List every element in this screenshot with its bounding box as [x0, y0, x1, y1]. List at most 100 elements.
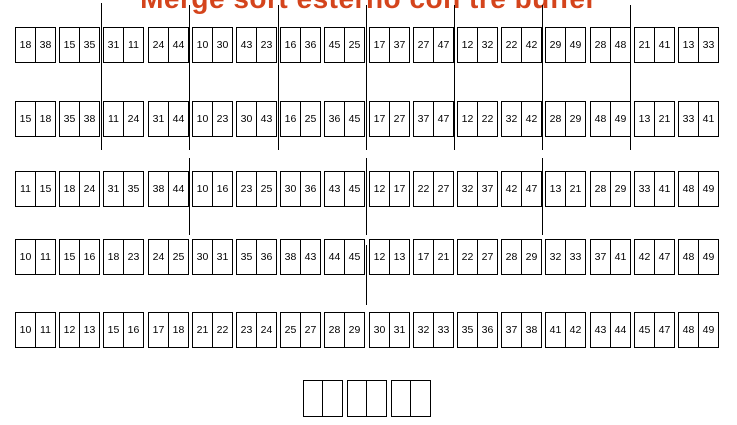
record-cell: 33: [433, 312, 454, 348]
record-cell: 21: [433, 239, 454, 275]
buffer-3: [391, 380, 431, 417]
record-cell: 10: [192, 171, 213, 207]
record-cell: 17: [369, 101, 390, 137]
record-cell: 47: [433, 27, 454, 63]
run-separator-line: [189, 5, 190, 150]
record-cell: 45: [634, 312, 655, 348]
record-cell: 47: [521, 171, 542, 207]
record-cell: 32: [413, 312, 434, 348]
record-cell: 22: [413, 171, 434, 207]
buffer-slot: [348, 381, 367, 416]
record-cell: 42: [521, 27, 542, 63]
record-cell: 28: [545, 101, 566, 137]
record-cell: 36: [256, 239, 277, 275]
record-cell: 15: [59, 239, 80, 275]
record-cell: 32: [545, 239, 566, 275]
record-cell: 43: [590, 312, 611, 348]
record-cell: 11: [123, 27, 144, 63]
record-cell: 41: [654, 27, 675, 63]
record-cell: 10: [15, 312, 36, 348]
record-cell: 38: [521, 312, 542, 348]
record-cell: 16: [280, 101, 301, 137]
record-cell: 48: [678, 171, 699, 207]
record-cell: 21: [634, 27, 655, 63]
record-cell: 33: [634, 171, 655, 207]
record-cell: 23: [236, 312, 257, 348]
record-cell: 32: [501, 101, 522, 137]
buffer-1: [303, 380, 343, 417]
record-cell: 10: [15, 239, 36, 275]
record-cell: 43: [324, 171, 345, 207]
record-cell: 17: [369, 27, 390, 63]
record-cell: 28: [590, 27, 611, 63]
record-cell: 29: [545, 27, 566, 63]
record-cell: 45: [344, 239, 365, 275]
record-cell: 36: [324, 101, 345, 137]
record-cell: 35: [236, 239, 257, 275]
record-cell: 42: [634, 239, 655, 275]
record-cell: 25: [168, 239, 189, 275]
record-cell: 47: [654, 239, 675, 275]
record-cell: 36: [477, 312, 498, 348]
record-cell: 35: [457, 312, 478, 348]
record-cell: 24: [123, 101, 144, 137]
record-cell: 16: [212, 171, 233, 207]
run-separator-line: [189, 158, 190, 235]
record-cell: 18: [103, 239, 124, 275]
record-cell: 21: [654, 101, 675, 137]
record-cell: 18: [59, 171, 80, 207]
record-cell: 12: [59, 312, 80, 348]
record-cell: 27: [413, 27, 434, 63]
record-cell: 48: [678, 239, 699, 275]
record-cell: 22: [457, 239, 478, 275]
record-cell: 38: [280, 239, 301, 275]
record-cell: 11: [35, 312, 56, 348]
record-cell: 24: [148, 239, 169, 275]
record-cell: 11: [35, 239, 56, 275]
record-cell: 23: [236, 171, 257, 207]
run-separator-line: [101, 3, 102, 150]
run-separator-line: [278, 5, 279, 150]
record-cell: 32: [457, 171, 478, 207]
record-cell: 24: [256, 312, 277, 348]
record-cell: 42: [501, 171, 522, 207]
record-cell: 38: [79, 101, 100, 137]
record-cell: 27: [389, 101, 410, 137]
buffer-slot: [367, 381, 386, 416]
record-cell: 24: [79, 171, 100, 207]
record-cell: 48: [590, 101, 611, 137]
record-cell: 49: [698, 312, 719, 348]
